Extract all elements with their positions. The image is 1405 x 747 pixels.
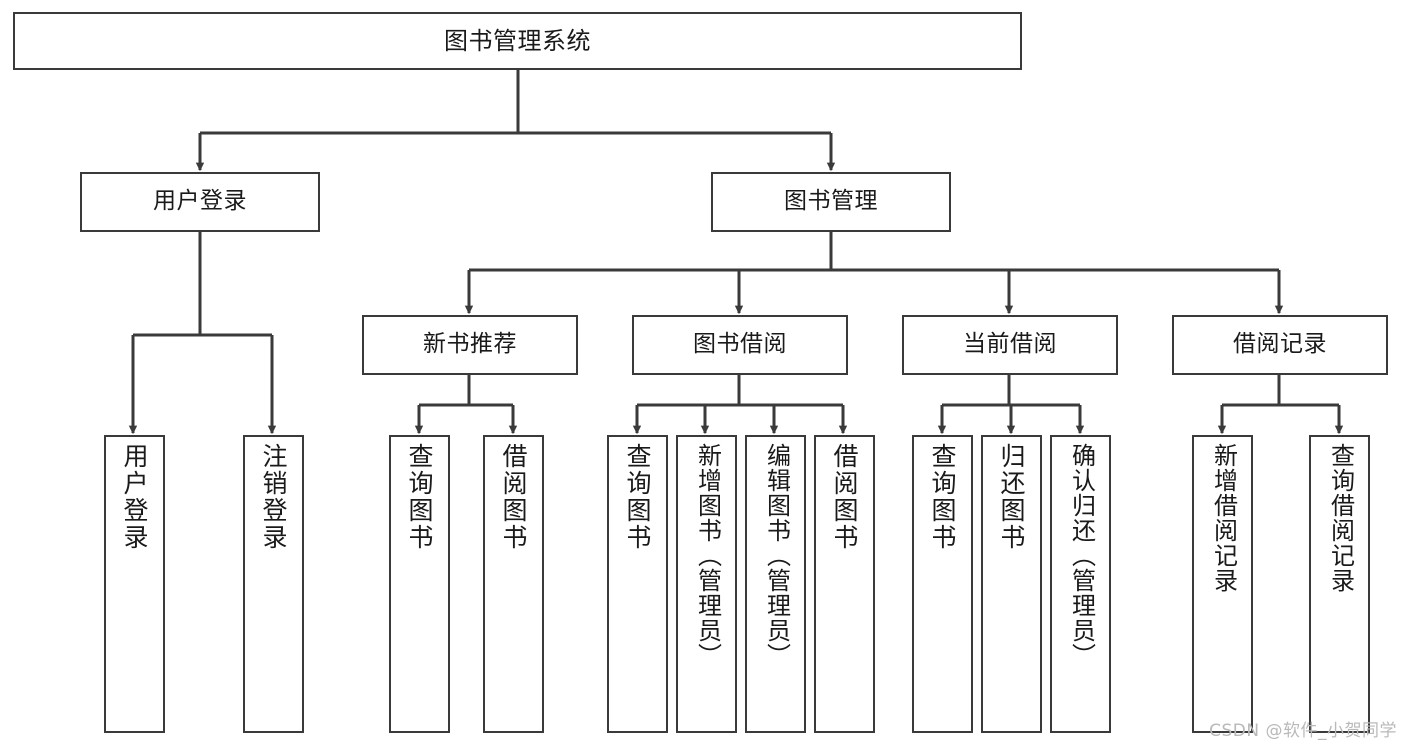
node-root-book-management-system[interactable]: 图书管理系统: [13, 12, 1022, 70]
node-label: 当前借阅: [963, 331, 1057, 358]
leaf-add-book-admin[interactable]: 新增图书（管理员）: [676, 435, 737, 733]
node-label: 查询图书: [928, 443, 957, 551]
leaf-query-borrowing-record[interactable]: 查询借阅记录: [1309, 435, 1370, 733]
node-label: 借阅记录: [1233, 331, 1327, 358]
leaf-logout[interactable]: 注销登录: [243, 435, 304, 733]
leaf-borrow-book[interactable]: 借阅图书: [814, 435, 875, 733]
node-user-login[interactable]: 用户登录: [80, 172, 320, 232]
node-label: 借阅图书: [830, 443, 859, 551]
node-label: 图书借阅: [693, 331, 787, 358]
node-label: 归还图书: [997, 443, 1026, 551]
node-book-borrowing[interactable]: 图书借阅: [632, 315, 848, 375]
node-new-book-recommendation[interactable]: 新书推荐: [362, 315, 578, 375]
node-label: 确认归还（管理员）: [1067, 443, 1096, 668]
node-book-management[interactable]: 图书管理: [711, 172, 951, 232]
node-label: 查询借阅记录: [1326, 443, 1355, 593]
leaf-add-borrowing-record[interactable]: 新增借阅记录: [1192, 435, 1253, 733]
node-borrowing-record[interactable]: 借阅记录: [1172, 315, 1388, 375]
node-label: 注销登录: [259, 443, 288, 551]
leaf-edit-book-admin[interactable]: 编辑图书（管理员）: [745, 435, 806, 733]
leaf-current-query-book[interactable]: 查询图书: [912, 435, 973, 733]
node-label: 新书推荐: [423, 331, 517, 358]
leaf-return-book[interactable]: 归还图书: [981, 435, 1042, 733]
leaf-borrowing-query-book[interactable]: 查询图书: [607, 435, 668, 733]
node-label: 借阅图书: [499, 443, 528, 551]
leaf-user-login[interactable]: 用户登录: [104, 435, 165, 733]
node-label: 新增借阅记录: [1209, 443, 1238, 593]
leaf-recommendation-query-book[interactable]: 查询图书: [389, 435, 450, 733]
node-label: 图书管理系统: [444, 26, 591, 55]
node-label: 新增图书（管理员）: [693, 443, 722, 668]
node-label: 图书管理: [784, 188, 878, 215]
node-label: 用户登录: [153, 188, 247, 215]
node-current-borrowing[interactable]: 当前借阅: [902, 315, 1118, 375]
node-label: 用户登录: [120, 443, 149, 551]
leaf-confirm-return-admin[interactable]: 确认归还（管理员）: [1050, 435, 1111, 733]
node-label: 查询图书: [623, 443, 652, 551]
node-label: 编辑图书（管理员）: [762, 443, 791, 668]
node-label: 查询图书: [405, 443, 434, 551]
leaf-recommendation-borrow-book[interactable]: 借阅图书: [483, 435, 544, 733]
